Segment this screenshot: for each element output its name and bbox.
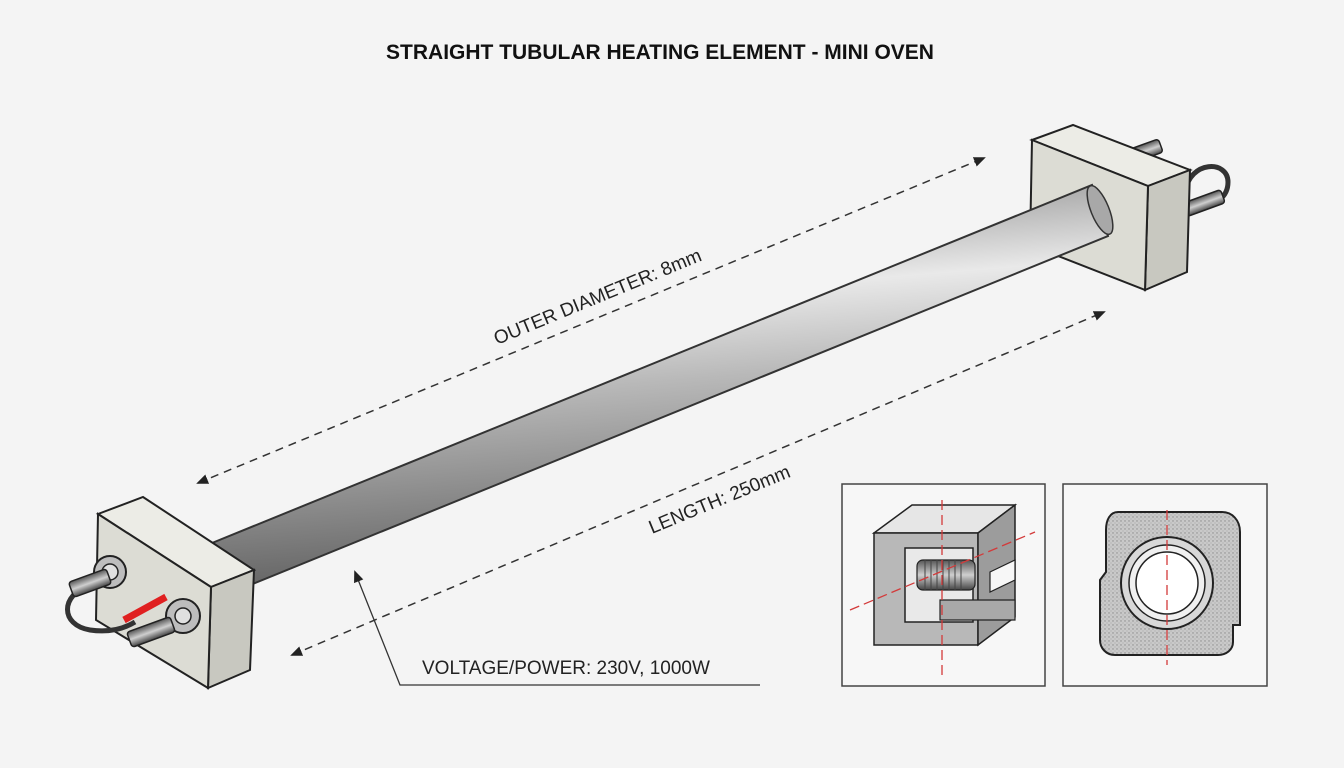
left-terminal-block bbox=[65, 495, 257, 690]
left-terminal-stud-upper bbox=[68, 555, 127, 598]
left-lead-loop bbox=[65, 582, 137, 634]
voltage-power-callout: VOLTAGE/POWER: 230V, 1000W bbox=[354, 570, 760, 686]
voltage-power-label: VOLTAGE/POWER: 230V, 1000W bbox=[422, 658, 710, 679]
diagram-title: STRAIGHT TUBULAR HEATING ELEMENT - MINI … bbox=[386, 41, 934, 64]
length-label: LENGTH: 250mm bbox=[646, 462, 794, 539]
detail-view-terminal-cutaway bbox=[841, 483, 1046, 687]
left-terminal-stud-lower bbox=[126, 598, 201, 648]
red-lead-wire bbox=[122, 593, 168, 624]
outer-diameter-label: OUTER DIAMETER: 8mm bbox=[491, 245, 705, 349]
detail-view-cross-section bbox=[1062, 483, 1268, 687]
